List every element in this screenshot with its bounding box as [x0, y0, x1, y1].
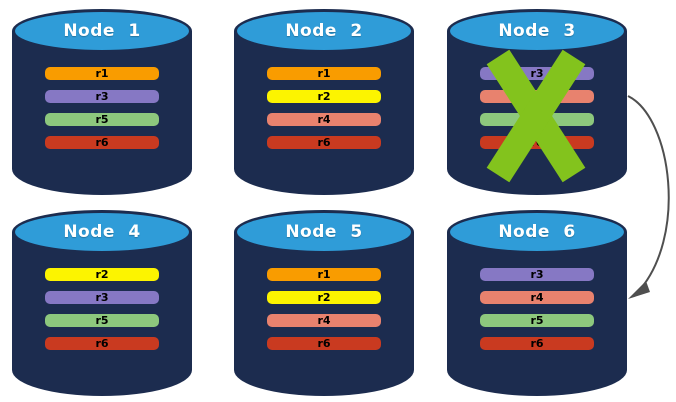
replica-label: r1 — [95, 67, 109, 80]
replica-list: r1 r3 r5 r6 — [45, 67, 159, 149]
cylinder-top: Node 2 — [234, 9, 414, 53]
replica-bar: r5 — [480, 314, 594, 327]
node-title: Node 2 — [285, 21, 363, 41]
node-title: Node 1 — [63, 21, 141, 41]
replica-bar: r6 — [267, 337, 381, 350]
replica-bar: r6 — [267, 136, 381, 149]
replica-list: r1 r2 r4 r6 — [267, 67, 381, 149]
replica-label: r6 — [317, 136, 331, 149]
node-title: Node 5 — [285, 222, 363, 242]
node-title: Node 4 — [63, 222, 141, 242]
replica-list: r3 r4 r5 r6 — [480, 268, 594, 350]
node-1: Node 1 r1 r3 r5 r6 — [12, 9, 192, 195]
replica-bar: r3 — [45, 90, 159, 103]
replica-bar: r5 — [45, 314, 159, 327]
node-title: Node 6 — [498, 222, 576, 242]
node-5: Node 5 r1 r2 r4 r6 — [234, 210, 414, 396]
replica-label: r1 — [317, 67, 331, 80]
replica-bar: r3 — [45, 291, 159, 304]
replica-label: r2 — [317, 291, 331, 304]
replica-bar: r3 — [480, 268, 594, 281]
replica-bar: r5 — [480, 113, 594, 126]
replica-label: r2 — [317, 90, 331, 103]
replica-bar: r4 — [267, 113, 381, 126]
replica-label: r6 — [530, 136, 544, 149]
node-6: Node 6 r3 r4 r5 r6 — [447, 210, 627, 396]
replica-label: r5 — [530, 113, 544, 126]
cylinder-top: Node 4 — [12, 210, 192, 254]
replica-list: r3 r4 r5 r6 — [480, 67, 594, 149]
replica-bar: r2 — [267, 291, 381, 304]
replica-label: r5 — [95, 314, 109, 327]
replica-label: r3 — [530, 67, 544, 80]
replica-bar: r2 — [267, 90, 381, 103]
replica-list: r1 r2 r4 r6 — [267, 268, 381, 350]
replica-bar: r2 — [45, 268, 159, 281]
node-3: Node 3 r3 r4 r5 r6 — [447, 9, 627, 195]
node-4: Node 4 r2 r3 r5 r6 — [12, 210, 192, 396]
replica-label: r6 — [317, 337, 331, 350]
cylinder-top: Node 1 — [12, 9, 192, 53]
replica-bar: r1 — [45, 67, 159, 80]
replica-label: r3 — [530, 268, 544, 281]
cylinder-top: Node 5 — [234, 210, 414, 254]
replica-label: r3 — [95, 90, 109, 103]
arrow-curve — [627, 95, 670, 294]
replica-label: r4 — [530, 291, 544, 304]
replica-label: r4 — [317, 314, 331, 327]
replica-label: r6 — [530, 337, 544, 350]
node-2: Node 2 r1 r2 r4 r6 — [234, 9, 414, 195]
replica-bar: r4 — [480, 90, 594, 103]
replica-bar: r6 — [45, 337, 159, 350]
replica-bar: r4 — [267, 314, 381, 327]
replica-label: r3 — [95, 291, 109, 304]
node-title: Node 3 — [498, 21, 576, 41]
replica-bar: r6 — [45, 136, 159, 149]
replica-label: r6 — [95, 337, 109, 350]
cylinder-top: Node 3 — [447, 9, 627, 53]
replica-label: r1 — [317, 268, 331, 281]
replica-bar: r6 — [480, 136, 594, 149]
replica-bar: r3 — [480, 67, 594, 80]
replica-bar: r4 — [480, 291, 594, 304]
replica-label: r2 — [95, 268, 109, 281]
replica-label: r6 — [95, 136, 109, 149]
replica-bar: r5 — [45, 113, 159, 126]
replica-label: r4 — [317, 113, 331, 126]
cylinder-top: Node 6 — [447, 210, 627, 254]
replica-label: r4 — [530, 90, 544, 103]
replica-bar: r6 — [480, 337, 594, 350]
replica-label: r5 — [530, 314, 544, 327]
replica-list: r2 r3 r5 r6 — [45, 268, 159, 350]
replica-label: r5 — [95, 113, 109, 126]
replica-bar: r1 — [267, 268, 381, 281]
arrow-head-icon — [628, 281, 650, 299]
replica-bar: r1 — [267, 67, 381, 80]
